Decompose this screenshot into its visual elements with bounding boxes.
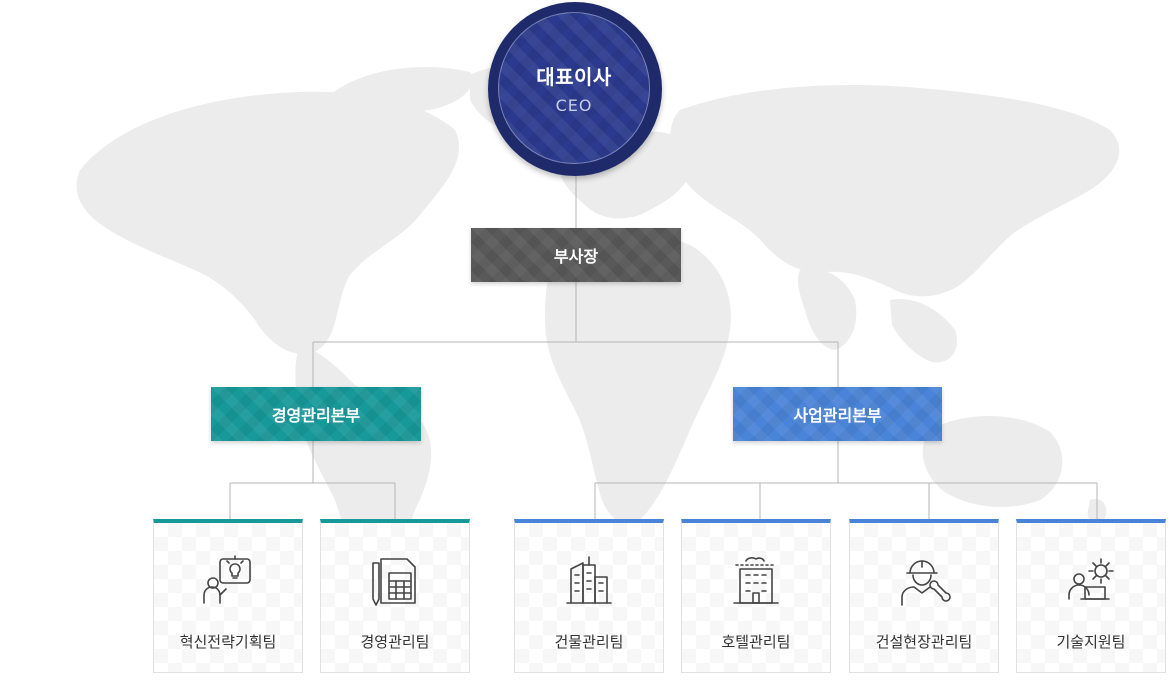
team-card-building-management: 건물관리팀 [514, 519, 664, 673]
team-label: 혁신전략기획팀 [179, 633, 277, 651]
ceo-inner-circle: 대표이사 CEO [498, 12, 650, 164]
team-card-construction-site: 건설현장관리팀 [849, 519, 999, 673]
management-division-label: 경영관리본부 [271, 406, 361, 425]
team-card-hotel-management: 호텔관리팀 [681, 519, 831, 673]
document-calculator-icon [372, 558, 416, 606]
team-label: 건설현장관리팀 [875, 633, 973, 651]
team-card-innovation-strategy: 혁신전략기획팀 [153, 519, 303, 673]
business-division-label: 사업관리본부 [793, 406, 882, 425]
business-division-node: 사업관리본부 [733, 387, 942, 441]
team-label: 경영관리팀 [360, 633, 430, 651]
ceo-node: 대표이사 CEO [488, 2, 662, 176]
tech-support-gear-icon [1068, 558, 1114, 600]
team-card-business-management: 경영관리팀 [320, 519, 470, 673]
management-division-node: 경영관리본부 [211, 387, 421, 441]
construction-worker-icon [901, 560, 951, 606]
vice-president-node: 부사장 [471, 228, 681, 282]
team-label: 호텔관리팀 [721, 633, 791, 651]
team-card-technical-support: 기술지원팀 [1016, 519, 1166, 673]
ceo-title: 대표이사 [536, 65, 612, 89]
vice-president-label: 부사장 [553, 247, 599, 266]
buildings-icon [566, 556, 612, 604]
hotel-icon [733, 557, 779, 604]
strategy-idea-icon [203, 555, 251, 604]
team-label: 건물관리팀 [554, 633, 624, 651]
ceo-subtitle: CEO [555, 96, 593, 115]
team-label: 기술지원팀 [1056, 633, 1126, 651]
